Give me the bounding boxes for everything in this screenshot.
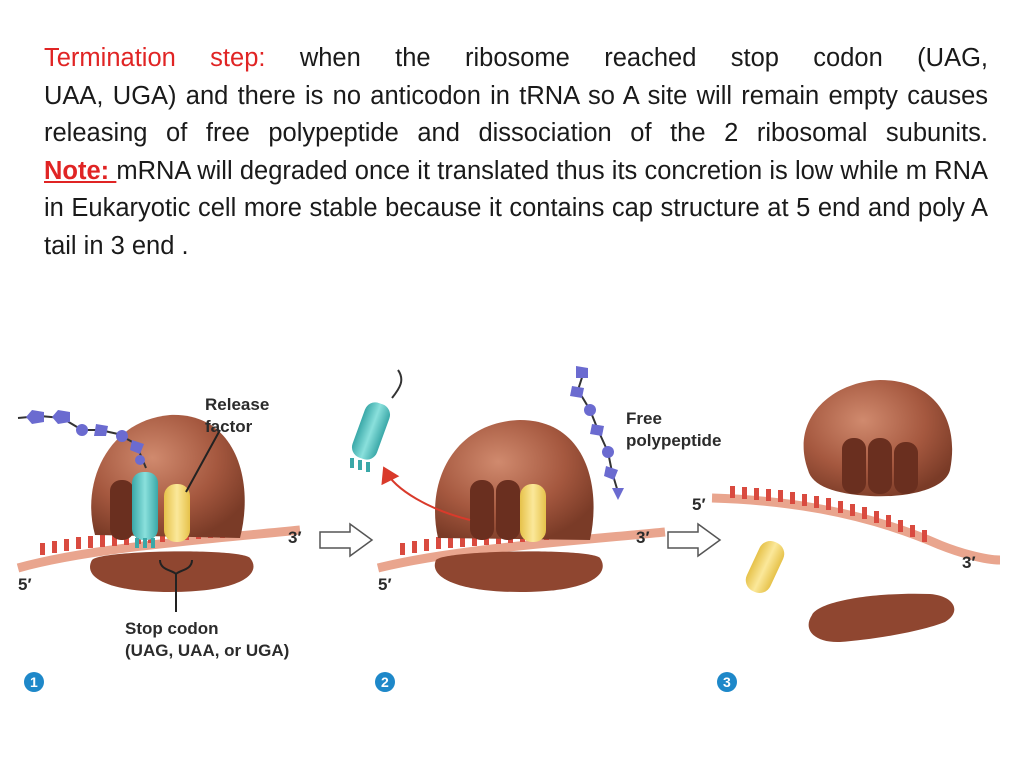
free-polypeptide-chain <box>570 366 624 500</box>
mrna-3prime-label-3: 3′ <box>962 553 976 572</box>
mrna-5prime-label-2: 5′ <box>378 575 392 594</box>
trna-1 <box>132 472 158 548</box>
mrna-strand-3 <box>711 493 1001 565</box>
stop-codon-label-line2: (UAG, UAA, or UGA) <box>125 641 289 660</box>
stop-codon-label-line1: Stop codon <box>125 619 218 638</box>
mrna-5prime-label-3: 5′ <box>692 495 706 514</box>
slide-text: Termination step: when the ribosome reac… <box>44 40 988 265</box>
step-badge-3 <box>717 672 737 692</box>
step-badge-2 <box>375 672 395 692</box>
note-body: mRNA will degraded once it translated th… <box>44 156 988 260</box>
termination-label: Termination step: <box>44 44 266 72</box>
termination-paragraph: Termination step: when the ribosome reac… <box>44 40 988 78</box>
release-factor-label-line1: Release <box>205 395 269 414</box>
note-label: Note: <box>44 156 117 185</box>
release-factor-1 <box>164 484 190 542</box>
free-polypeptide-label-line1: Free <box>626 409 662 428</box>
step-number-1: 1 <box>30 674 38 690</box>
release-factor-pointer <box>185 429 221 493</box>
release-factor-label-line2: factor <box>205 417 253 436</box>
panel-2: Free polypeptide 3′ 5′ 2 <box>350 366 721 692</box>
free-polypeptide-label-line2: polypeptide <box>626 431 721 450</box>
transition-arrow-1 <box>319 522 374 558</box>
step-number-2: 2 <box>381 674 389 690</box>
ribosome-site-3a <box>842 438 866 494</box>
trna-released <box>350 369 403 472</box>
mrna-bases-3 <box>730 486 927 542</box>
termination-diagram: Release factor 3′ 5′ Stop codon (UAG, UA… <box>16 366 1001 692</box>
mrna-strand-1 <box>16 525 301 573</box>
panel-1: Release factor 3′ 5′ Stop codon (UAG, UA… <box>16 395 302 692</box>
step-badge-1 <box>24 672 44 692</box>
ribosome-small-subunit-2 <box>434 551 603 592</box>
ribosome-site-3b <box>868 438 892 494</box>
polypeptide-chain-1 <box>17 410 147 469</box>
ribosome-site-2b <box>496 480 520 540</box>
release-factor-3 <box>745 540 785 594</box>
ribosome-small-subunit-3 <box>808 593 955 643</box>
ribosome-site-2a <box>470 480 494 540</box>
termination-body-line1: when the ribosome reached stop codon (UA… <box>265 44 988 72</box>
mrna-3prime-label-1: 3′ <box>288 528 302 547</box>
mrna-5prime-label-1: 5′ <box>18 575 32 594</box>
step-number-3: 3 <box>723 674 731 690</box>
release-factor-2 <box>520 484 546 542</box>
transition-arrow-2 <box>667 522 722 558</box>
ribosome-site-1 <box>110 480 134 540</box>
trna-exit-arrow <box>381 466 471 521</box>
termination-paragraph-continued: UAA, UGA) and there is no anticodon in t… <box>44 78 988 153</box>
termination-body-rest: UAA, UGA) and there is no anticodon in t… <box>44 81 988 148</box>
panel-3: 5′ 3′ 3 <box>692 380 1001 692</box>
ribosome-site-3c <box>894 442 918 494</box>
mrna-strand-2 <box>376 527 666 573</box>
note-paragraph: Note: mRNA will degraded once it transla… <box>44 153 988 266</box>
mrna-3prime-label-2: 3′ <box>636 528 650 547</box>
